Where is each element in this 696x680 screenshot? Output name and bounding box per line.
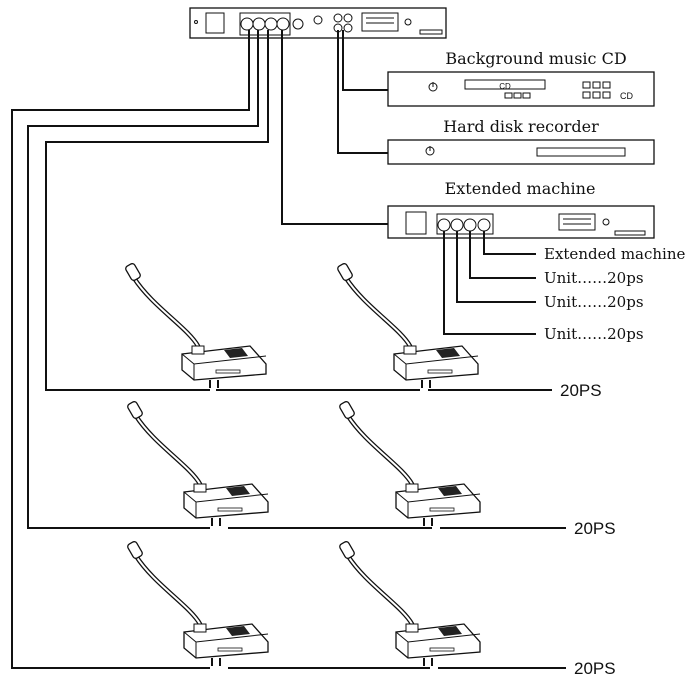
extender-output-label: Unit……20ps — [544, 269, 644, 287]
background-music-cd-player — [387, 71, 655, 107]
extender-label: Extended machine — [445, 179, 596, 198]
cd-display-text: CD — [499, 82, 511, 91]
microphone-unit — [125, 263, 266, 388]
recorder-label: Hard disk recorder — [443, 117, 599, 136]
extender-output-label: Unit……20ps — [544, 325, 644, 343]
extender-output-label: Extended machine — [544, 245, 686, 263]
extender-out-3 — [469, 231, 536, 279]
microphone-unit — [127, 401, 268, 526]
extender-out-1 — [443, 231, 536, 335]
microphone-unit — [127, 541, 268, 666]
microphone-unit — [339, 541, 480, 666]
cable-chain-2 — [27, 30, 259, 529]
cable-chain-1 — [45, 30, 269, 391]
cable-to-extender — [281, 30, 388, 225]
hard-disk-recorder — [387, 139, 655, 165]
chain-label: 20PS — [574, 519, 616, 538]
extender-out-2 — [456, 231, 536, 303]
chain-label: 20PS — [560, 381, 602, 400]
extended-machine-unit — [387, 205, 655, 239]
extender-out-4 — [483, 231, 536, 255]
cd-tag: CD — [620, 91, 633, 101]
cable-to-cd — [342, 30, 388, 91]
extender-output-label: Unit……20ps — [544, 293, 644, 311]
cable-to-recorder — [337, 30, 388, 154]
cd-player-label: Background music CD — [445, 49, 626, 68]
cable-chain-3 — [11, 30, 250, 669]
microphone-unit — [339, 401, 480, 526]
main-controller — [189, 7, 447, 39]
chain-label: 20PS — [574, 659, 616, 678]
